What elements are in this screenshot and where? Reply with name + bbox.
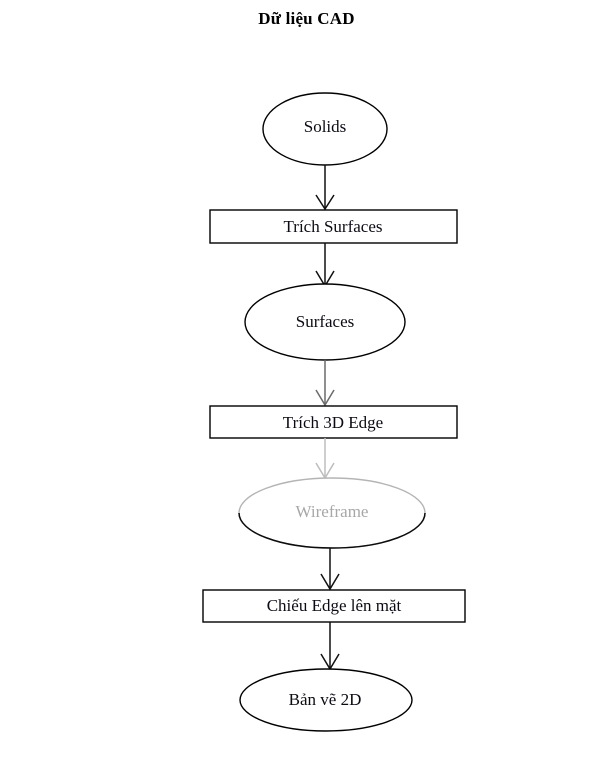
node-chieu-edge-shape[interactable] <box>202 589 466 623</box>
edge-solids-to-trich-surfaces <box>315 165 335 211</box>
node-trich-3d-edge-shape[interactable] <box>209 405 458 439</box>
edge-trich-3d-edge-to-wireframe <box>315 438 335 480</box>
node-trich-surfaces-label: Trích Surfaces <box>283 217 383 236</box>
edge-chieu-edge-to-ban-ve-2d <box>320 622 340 671</box>
node-ban-ve-2d-shape[interactable] <box>239 668 413 732</box>
node-trich-3d-edge-label: Trích 3D Edge <box>282 413 384 432</box>
node-solids-label: Solids <box>303 117 347 136</box>
node-chieu-edge-label: Chiếu Edge lên mặt <box>266 596 402 615</box>
edge-surfaces-to-trich-3d-edge <box>315 360 335 407</box>
node-surfaces-label: Surfaces <box>295 312 355 331</box>
node-ban-ve-2d-label: Bản vẽ 2D <box>288 690 362 709</box>
page-title: Dữ liệu CAD <box>258 9 355 28</box>
node-trich-surfaces-shape[interactable] <box>209 209 458 244</box>
node-wireframe-label: Wireframe <box>295 502 369 521</box>
edge-trich-surfaces-to-surfaces <box>315 243 335 288</box>
edge-wireframe-to-chieu-edge <box>320 548 340 591</box>
node-wireframe-shape-dark-arc <box>238 512 426 549</box>
